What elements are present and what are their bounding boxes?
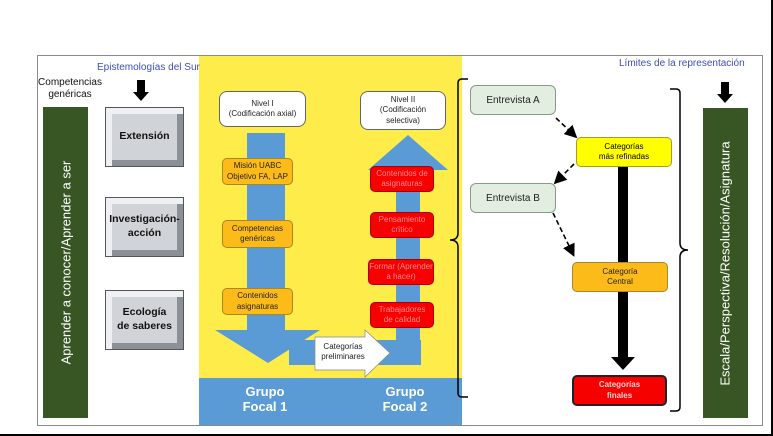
categorias-finales-box: Categorías finales <box>572 375 667 406</box>
epistemologias-label: Epistemologías del Sur <box>97 62 200 73</box>
pensamiento-box: Pensamiento crítico <box>370 212 434 238</box>
categoria-central-box: Categoría Central <box>572 262 668 292</box>
down-arrow-icon <box>717 82 733 103</box>
dashed-arrow <box>553 163 575 185</box>
white-arrow <box>314 329 391 378</box>
mision-box: Misión UABC Objetivo FA, LAP <box>222 158 293 185</box>
dashed-arrow <box>555 117 578 139</box>
frame <box>37 55 763 426</box>
competencias-box: Competencias genéricas <box>222 220 293 248</box>
competencias-label: Competencias genéricas <box>38 77 102 100</box>
investigacion-box: Investigación-acción <box>105 197 184 257</box>
right-vertical-text: Escala/Perspectiva/Resolución/Asignatura <box>718 140 733 386</box>
ecologia-box: Ecología de saberes <box>105 290 184 350</box>
left-vertical-bar: Aprender a conocer/Aprender a ser <box>43 107 88 418</box>
blue-up-arrow <box>368 135 448 365</box>
extension-box: Extensión <box>105 107 184 167</box>
down-arrow-icon <box>133 80 149 101</box>
contenidos-box: Contenidos asignaturas <box>222 288 293 315</box>
entrevista-a-box: Entrevista A <box>470 85 556 115</box>
dashed-arrow <box>552 212 575 257</box>
left-vertical-text: Aprender a conocer/Aprender a ser <box>58 160 74 365</box>
blue-down-arrow <box>215 133 320 363</box>
nivel-2-box: Nivel II (Codificación selectiva) <box>360 91 446 130</box>
categorias-preliminares-label: Categorías preliminares <box>321 342 365 362</box>
entrevista-b-box: Entrevista B <box>470 183 556 213</box>
contenidos-asignaturas-box: Contenidos de asignaturas <box>370 166 434 192</box>
grupo-focal-1: Grupo Focal 1 <box>242 384 288 414</box>
left-bracket <box>449 78 468 398</box>
right-bracket <box>670 88 689 412</box>
right-vertical-bar: Escala/Perspectiva/Resolución/Asignatura <box>703 108 748 418</box>
grupo-focal-2: Grupo Focal 2 <box>382 384 428 414</box>
formar-box: Formar (Aprender a hacer) <box>368 259 434 285</box>
categorias-refinadas-box: Categorías más refinadas <box>576 137 672 167</box>
trabajadores-box: Trabajadores de calidad <box>370 302 434 328</box>
nivel-1-box: Nivel I (Codificación axial) <box>219 91 306 127</box>
focus-group-band <box>199 378 462 425</box>
limites-label: Límites de la representación <box>619 58 745 69</box>
